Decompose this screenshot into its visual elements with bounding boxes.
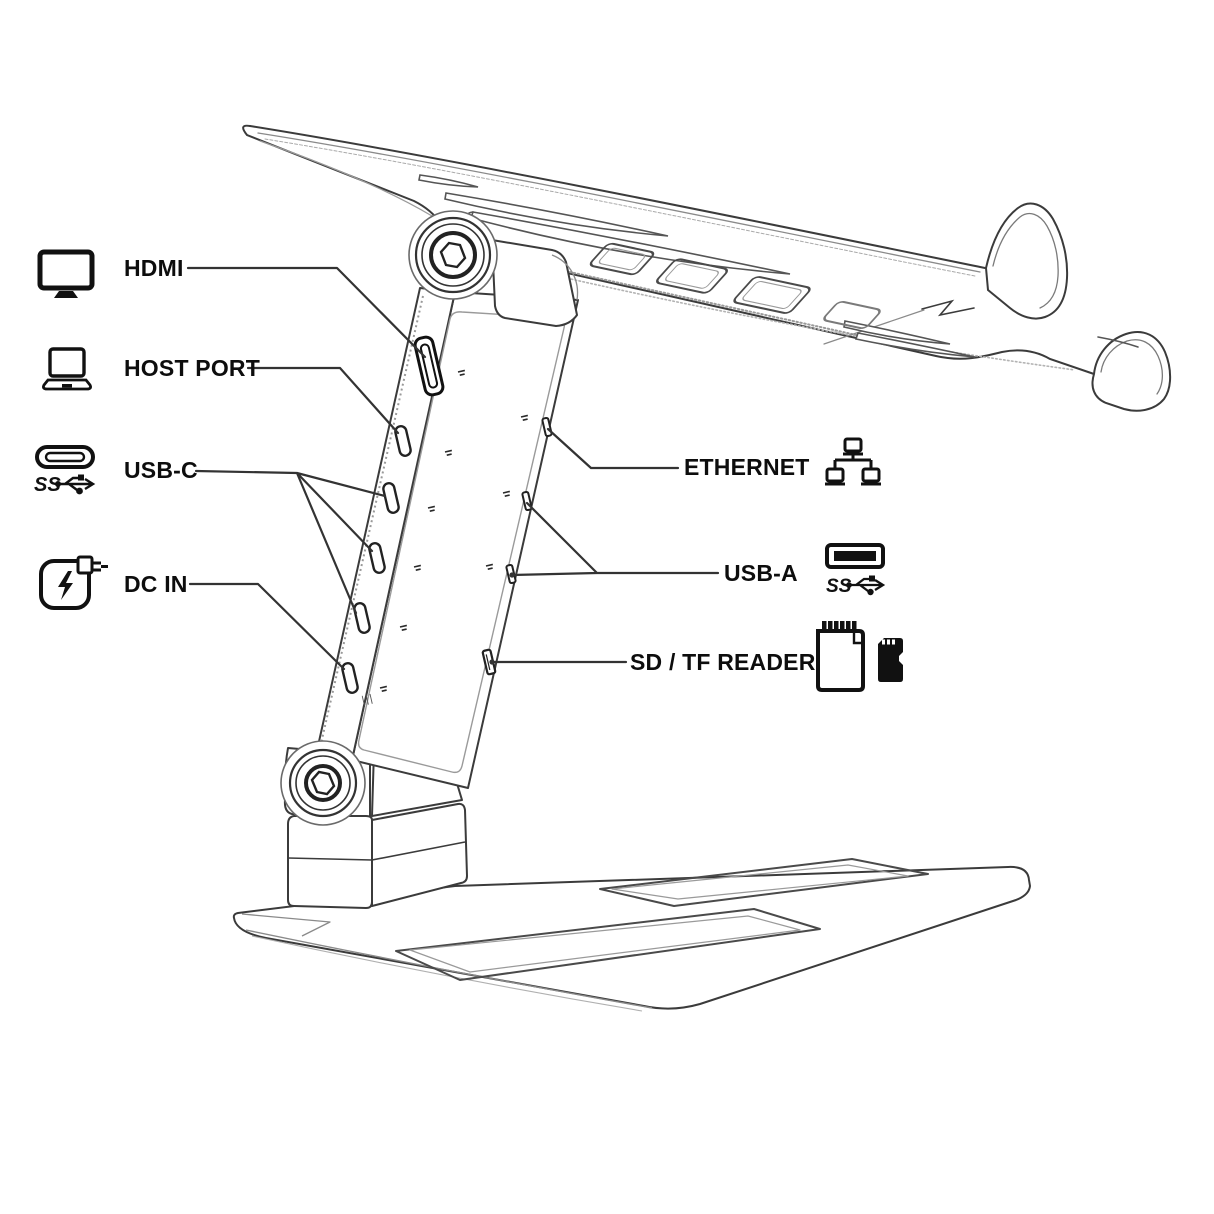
callout-host-port-label: HOST PORT: [124, 355, 260, 381]
callout-sd-tf-label: SD / TF READER: [630, 649, 816, 675]
base-plate: [232, 858, 1031, 1012]
arm-ports: [341, 335, 553, 706]
hex-bolt: [310, 770, 336, 796]
tray-hook-near: [1091, 331, 1172, 412]
hdmi-port: [413, 335, 445, 397]
tray-slots: [418, 174, 1139, 358]
callout-usb-c-label: USB-C: [124, 457, 198, 483]
base-pad-cutout: [395, 858, 929, 981]
laptop-tray: [242, 124, 1172, 412]
sd-card-icon: [812, 618, 914, 700]
leader-usb-c: [194, 469, 387, 615]
svg-text:SS: SS: [826, 576, 852, 597]
leader-ethernet: [546, 427, 680, 470]
host-port: [394, 425, 412, 457]
riser-arm: [317, 287, 579, 789]
monitor-icon: [36, 248, 96, 300]
leader-lines: [186, 266, 720, 671]
usb-a-superspeed-icon: SS: [824, 542, 892, 598]
leader-host-port: [246, 366, 400, 435]
usb-c-port: [382, 482, 400, 514]
svg-text:SS: SS: [34, 474, 61, 496]
tray-vents: [589, 242, 881, 329]
network-nodes-icon: [824, 436, 884, 490]
leader-usb-a: [510, 501, 720, 577]
callout-dc-in-label: DC IN: [124, 571, 188, 597]
callout-ethernet-label: ETHERNET: [684, 454, 810, 480]
usb-c-port: [368, 542, 386, 574]
port-marking: [361, 369, 529, 706]
microsd-card-icon: [878, 638, 903, 682]
power-adapter-icon: [38, 551, 114, 613]
tray-hook-far: [984, 202, 1069, 320]
callout-hdmi-label: HDMI: [124, 255, 184, 281]
dc-in-port: [341, 662, 359, 694]
leader-dc-in: [188, 582, 346, 671]
upper-hinge: [408, 210, 579, 327]
usb-c-superspeed-icon: SS: [34, 444, 104, 496]
laptop-icon: [36, 346, 98, 394]
lower-hinge: [280, 740, 366, 826]
callout-usb-a-label: USB-A: [724, 560, 798, 586]
usb-c-port: [353, 602, 371, 634]
leader-hdmi: [186, 266, 427, 359]
hex-bolt: [439, 241, 467, 269]
